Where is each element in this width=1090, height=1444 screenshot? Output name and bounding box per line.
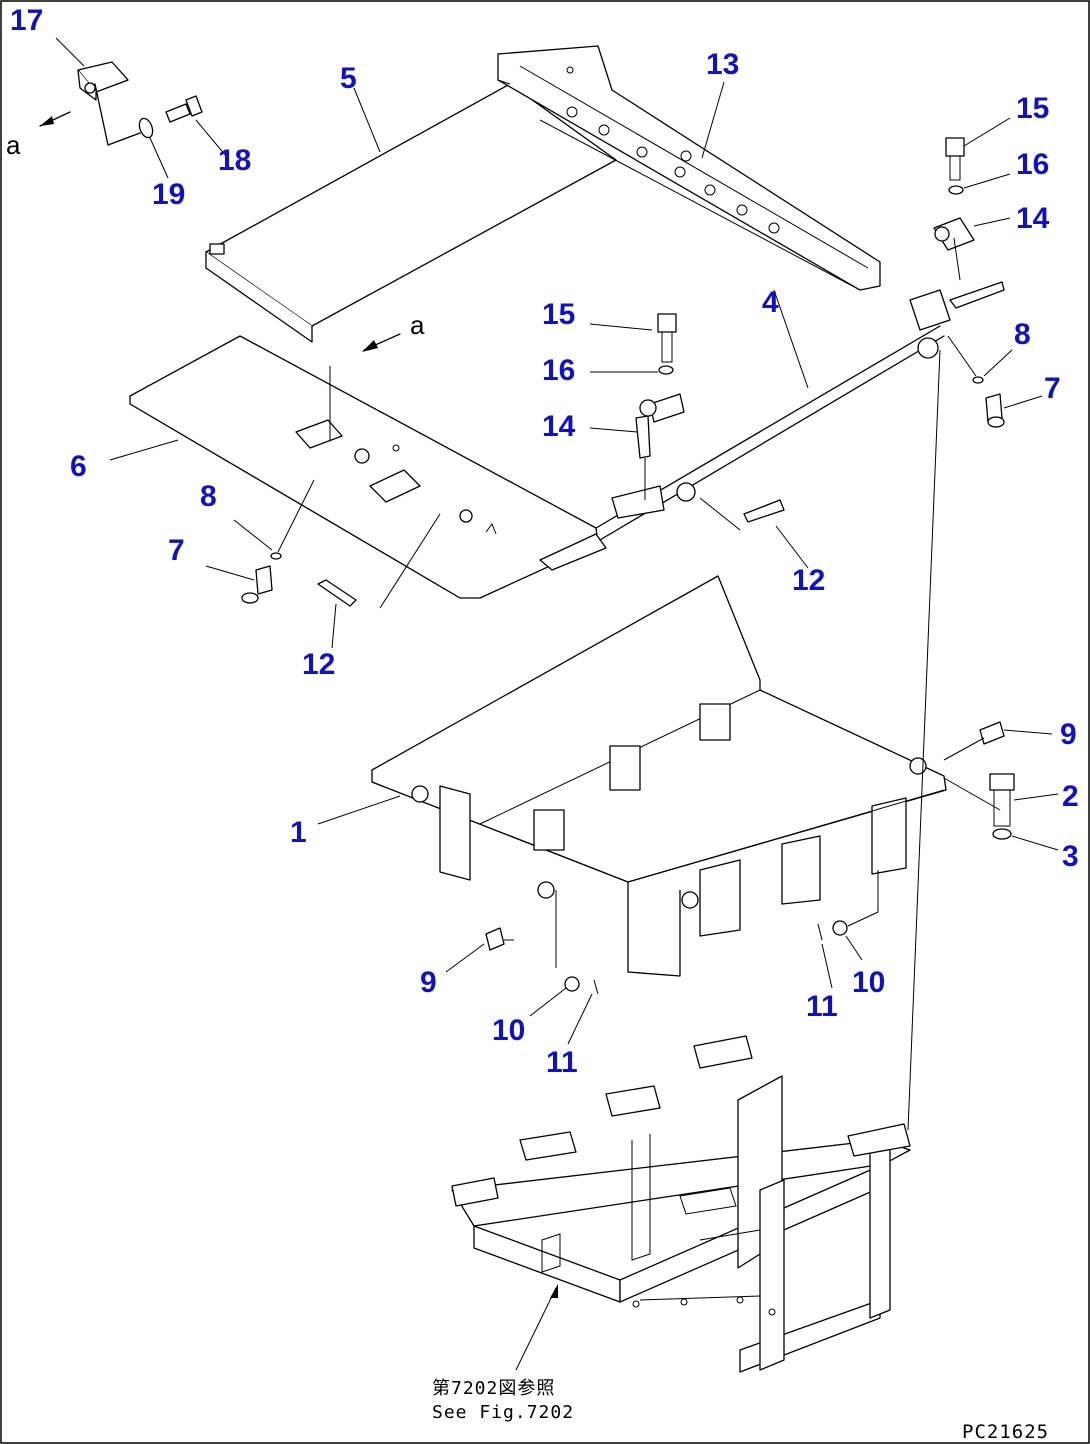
bolt-part-2 xyxy=(989,773,1015,827)
callout-12: 12 xyxy=(792,564,825,597)
callout-7: 7 xyxy=(168,534,185,567)
arrow-a-left xyxy=(39,111,71,127)
washer-part-16-mid xyxy=(658,365,674,375)
bolt-part-15-right xyxy=(945,137,965,181)
bolt-part-7-left xyxy=(241,565,273,604)
cotter-part-11-left xyxy=(593,979,599,995)
washer-part-10-left xyxy=(555,890,580,992)
callout-17: 17 xyxy=(10,4,43,37)
washer-part-8-left xyxy=(270,479,315,560)
callout-19: 19 xyxy=(152,178,185,211)
pin-part-14-right xyxy=(933,217,975,281)
callout-10: 10 xyxy=(492,1014,525,1047)
callout-16: 16 xyxy=(1016,148,1049,181)
washer-part-10-right xyxy=(832,870,879,936)
callout-15: 15 xyxy=(1016,92,1049,125)
callout-4: 4 xyxy=(762,286,779,319)
callout-18: 18 xyxy=(218,144,251,177)
washer-part-3 xyxy=(992,828,1012,840)
leader-lines xyxy=(55,37,1059,1045)
callout-15: 15 xyxy=(542,298,575,331)
see-fig-note-jp: 第7202図参照 xyxy=(432,1378,555,1399)
pin-part-14-mid xyxy=(635,393,685,500)
callout-8: 8 xyxy=(200,480,217,513)
callout-8: 8 xyxy=(1014,318,1031,351)
callout-14: 14 xyxy=(1016,202,1050,235)
arrow-a-mid xyxy=(329,333,401,440)
callout-13: 13 xyxy=(706,48,739,81)
callout-6: 6 xyxy=(70,450,87,483)
callout-2: 2 xyxy=(1062,780,1079,813)
callout-3: 3 xyxy=(1062,840,1079,873)
pin-part-9-right xyxy=(943,721,1005,761)
figure-code: PC21625 xyxy=(962,1421,1049,1443)
arrow-see-fig xyxy=(515,1284,558,1371)
callout-5: 5 xyxy=(340,62,357,95)
cotter-part-11-right xyxy=(817,923,823,941)
rail-part-13 xyxy=(497,45,881,291)
callout-1: 1 xyxy=(290,816,307,849)
support-frame xyxy=(451,1035,911,1373)
bolt-part-7-right xyxy=(985,393,1005,428)
callout-7: 7 xyxy=(1044,372,1061,405)
pin-part-12-left xyxy=(317,513,441,609)
bolt-part-18 xyxy=(165,95,203,123)
plate-part-6 xyxy=(129,335,607,599)
see-fig-note-en: See Fig.7202 xyxy=(432,1402,574,1423)
callout-16: 16 xyxy=(542,354,575,387)
callouts: 17 5 13 15 18 16 19 14 4 15 8 16 7 14 6 … xyxy=(10,4,1079,1079)
pin-part-12-right xyxy=(699,497,785,531)
pin-part-9-left xyxy=(485,927,514,951)
ref-letter-a-left: a xyxy=(6,130,21,160)
ref-letter-a-mid: a xyxy=(410,310,425,340)
washer-part-8-right xyxy=(947,335,984,384)
callout-9: 9 xyxy=(420,966,437,999)
washer-part-16-right xyxy=(948,185,964,195)
frame-part-1 xyxy=(371,575,1001,977)
callout-10: 10 xyxy=(852,966,885,999)
bolt-part-15-mid xyxy=(657,313,677,363)
callout-11: 11 xyxy=(546,1046,578,1079)
alignment-line xyxy=(907,349,941,1131)
callout-14: 14 xyxy=(542,410,576,443)
callout-9: 9 xyxy=(1060,718,1077,751)
callout-12: 12 xyxy=(302,648,335,681)
plate-part-4 xyxy=(595,281,1005,541)
bracket-part-17 xyxy=(77,61,141,146)
washer-part-19 xyxy=(138,117,154,139)
callout-11: 11 xyxy=(806,990,838,1023)
